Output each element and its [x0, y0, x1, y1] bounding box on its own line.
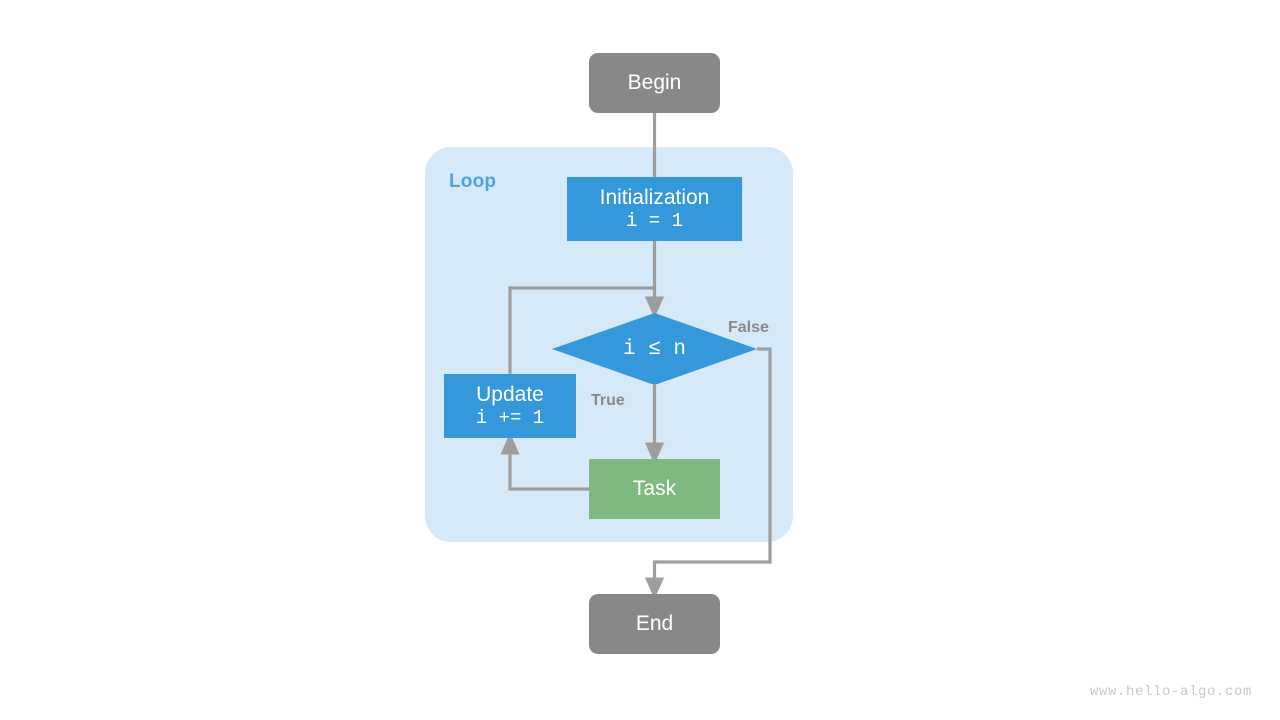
- node-update-code: i += 1: [475, 407, 545, 430]
- node-begin[interactable]: Begin: [589, 53, 720, 113]
- node-initialization-code: i = 1: [625, 210, 683, 233]
- node-task[interactable]: Task: [589, 459, 720, 519]
- watermark: www.hello-algo.com: [1089, 684, 1252, 700]
- edge-label-true: True: [591, 392, 625, 409]
- node-end[interactable]: End: [589, 594, 720, 654]
- node-begin-label: Begin: [627, 71, 682, 95]
- diamond-shape: [552, 313, 757, 385]
- loop-group-label: Loop: [449, 171, 497, 192]
- node-initialization-label: Initialization: [599, 185, 710, 209]
- node-initialization[interactable]: Initialization i = 1: [567, 177, 742, 241]
- node-update-label: Update: [476, 382, 544, 406]
- node-condition-code: i ≤ n: [622, 337, 686, 361]
- node-task-label: Task: [632, 477, 677, 501]
- node-update[interactable]: Update i += 1: [444, 374, 576, 438]
- node-condition[interactable]: i ≤ n: [552, 313, 757, 385]
- node-end-label: End: [635, 612, 674, 636]
- edge-label-false: False: [728, 319, 769, 336]
